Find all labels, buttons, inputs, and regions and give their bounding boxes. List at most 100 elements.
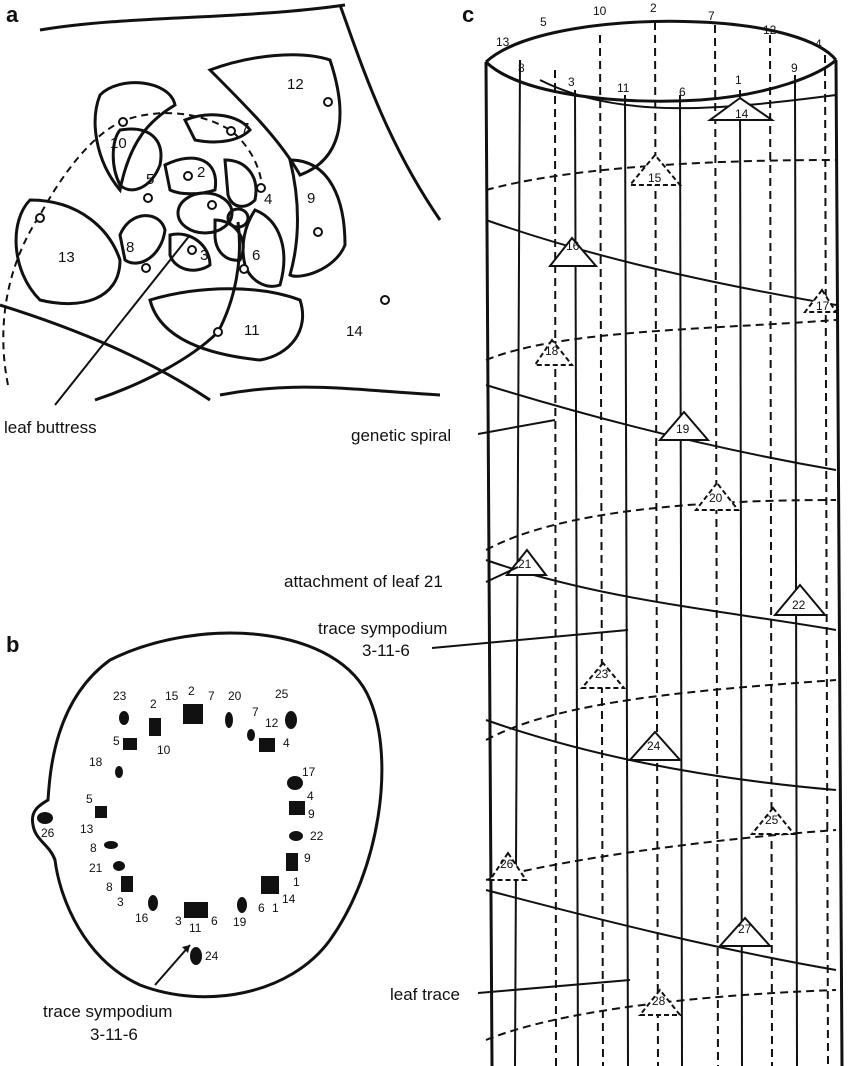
trace-label: 25	[275, 687, 289, 701]
primordium-label: 8	[126, 239, 134, 256]
panel-b-arrowhead	[182, 945, 190, 953]
trace-label: 4	[283, 736, 290, 750]
panel-a-dashed-spiral	[2, 112, 263, 386]
genetic-spiral-annotation: genetic spiral	[351, 426, 451, 445]
panel-c-sympodium-annotation: trace sympodium	[318, 619, 447, 638]
trace-label: 20	[228, 689, 242, 703]
leaf-label: 24	[647, 739, 661, 753]
panel-c-label: c	[462, 2, 474, 27]
trace-label: 13	[80, 822, 94, 836]
panel-c-top-labels: 13 5 10 2 7 12 4 8 3 11 6 1 9	[496, 1, 822, 99]
trace-label: 7	[708, 9, 715, 23]
trace-label: 12	[763, 23, 777, 37]
panel-b-stem-outline	[30, 631, 384, 999]
leaf-buttress-annotation: leaf buttress	[4, 418, 97, 437]
trace-label: 8	[106, 880, 113, 894]
trace-label: 8	[518, 61, 525, 75]
primordium-label: 11	[244, 322, 260, 339]
trace-label: 9	[308, 807, 315, 821]
trace-label: 26	[41, 826, 55, 840]
trace-label: 16	[135, 911, 149, 925]
trace-label: 11	[617, 81, 630, 95]
primordium-label: 4	[264, 191, 272, 208]
trace-label: 14	[282, 892, 296, 906]
leaf-label: 19	[676, 422, 690, 436]
leaf-label: 20	[709, 491, 723, 505]
leaf-label: 15	[648, 171, 662, 185]
trace-label: 23	[113, 689, 127, 703]
leaf-trace-annotation: leaf trace	[390, 985, 460, 1004]
panel-a-dots	[35, 97, 390, 337]
trace-label: 6	[679, 85, 686, 99]
trace-label: 22	[310, 829, 324, 843]
trace-label: 24	[205, 949, 219, 963]
trace-label: 1	[272, 901, 279, 915]
leaf-label: 18	[545, 344, 559, 358]
trace-label: 11	[189, 921, 202, 935]
trace-label: 5	[86, 792, 93, 806]
trace-label: 6	[211, 914, 218, 928]
primordium-label: 14	[346, 323, 363, 340]
trace-label: 3	[568, 75, 575, 89]
panel-b-sympodium-annotation: 3-11-6	[90, 1025, 138, 1044]
panel-a-label: a	[6, 2, 19, 27]
leaf-label: 22	[792, 598, 806, 612]
panel-a-buttress-arrow	[54, 234, 191, 406]
leaf-label: 28	[652, 994, 666, 1008]
trace-label: 10	[593, 4, 607, 18]
trace-label: 9	[304, 851, 311, 865]
leaf-label: 25	[765, 813, 779, 827]
primordium-label: 10	[110, 135, 127, 152]
primordium-label: 3	[200, 247, 208, 264]
trace-label: 17	[302, 765, 316, 779]
trace-label: 7	[208, 689, 215, 703]
trace-label: 1	[293, 875, 300, 889]
leaf-label: 16	[566, 239, 580, 253]
trace-label: 9	[791, 61, 798, 75]
trace-label: 12	[265, 716, 279, 730]
trace-label: 2	[188, 684, 195, 698]
leaf-label: 23	[595, 667, 609, 681]
leaf-label: 27	[738, 922, 752, 936]
trace-label: 4	[307, 789, 314, 803]
panel-a-apex-diagram	[0, 3, 442, 402]
panel-c-stem-outline	[484, 19, 844, 1066]
leaf-label: 21	[518, 557, 532, 571]
panel-b-sympodium-arrow	[154, 944, 191, 986]
trace-label: 5	[540, 15, 547, 29]
primordium-label: 2	[197, 164, 205, 181]
trace-label: 4	[815, 37, 822, 51]
panel-b-sympodium-annotation: trace sympodium	[43, 1002, 172, 1021]
trace-label: 6	[258, 901, 265, 915]
trace-label: 7	[252, 705, 259, 719]
primordium-label: 7	[241, 120, 249, 137]
trace-label: 2	[650, 1, 657, 15]
panel-c-leaf-markers	[488, 96, 838, 1016]
panel-c-sympodium-annotation: 3-11-6	[362, 641, 410, 660]
trace-label: 10	[157, 743, 171, 757]
panel-a-primordium-labels: 12 7 10 2 5 4 9 13 8 3 6 11 14	[58, 76, 363, 340]
trace-label: 3	[175, 914, 182, 928]
trace-label: 2	[150, 697, 157, 711]
primordium-label: 6	[252, 247, 260, 264]
trace-label: 18	[89, 755, 103, 769]
trace-label: 13	[496, 35, 510, 49]
trace-label: 19	[233, 915, 247, 929]
trace-label: 15	[165, 689, 179, 703]
leaf-label: 26	[500, 857, 514, 871]
trace-label: 1	[735, 73, 742, 87]
trace-label: 5	[113, 734, 120, 748]
leaf-label: 14	[735, 107, 749, 121]
primordium-label: 9	[307, 190, 315, 207]
leaf-label: 17	[816, 299, 830, 313]
panel-b-trace-labels: 23 2 15 2 7 20 25 7 12 5 10 4 18 17 4 9 …	[41, 684, 324, 963]
panel-b-label: b	[6, 632, 19, 657]
panel-c-annotation-arrows	[431, 419, 631, 994]
trace-label: 3	[117, 895, 124, 909]
primordium-label: 12	[287, 76, 304, 93]
primordium-label: 5	[146, 171, 154, 188]
attachment-annotation: attachment of leaf 21	[284, 572, 443, 591]
panel-b-trace-bundles	[37, 704, 305, 965]
trace-label: 21	[89, 861, 103, 875]
